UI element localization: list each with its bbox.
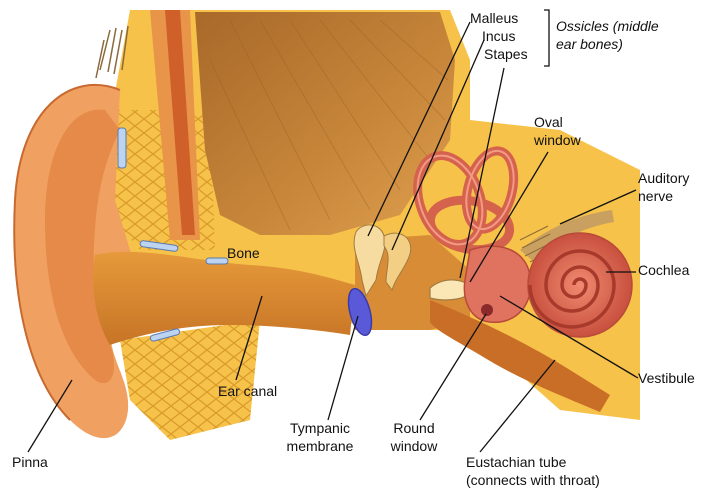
label-pinna: Pinna	[12, 454, 48, 470]
label-tympanic-line2: membrane	[280, 438, 360, 454]
ossicles-bracket	[544, 10, 549, 66]
label-cochlea: Cochlea	[638, 262, 689, 278]
label-oval-window-line2: window	[534, 132, 581, 148]
cancellous-bone-lower	[120, 320, 260, 440]
label-incus: Incus	[482, 28, 515, 44]
label-oval-window-line1: Oval	[534, 114, 563, 130]
label-malleus: Malleus	[470, 10, 518, 26]
vestibule-shape	[464, 246, 530, 322]
label-eustachian-line2: (connects with throat)	[466, 472, 600, 488]
label-ossicles-line2: ear bones)	[556, 36, 623, 52]
label-eustachian-line1: Eustachian tube	[466, 454, 566, 470]
label-round-window-line2: window	[384, 438, 444, 454]
label-ear-canal: Ear canal	[218, 383, 277, 399]
label-ossicles-line1: Ossicles (middle	[556, 18, 659, 34]
label-auditory-nerve-line1: Auditory	[638, 170, 689, 186]
label-vestibule: Vestibule	[638, 370, 695, 386]
label-stapes: Stapes	[484, 46, 528, 62]
label-bone: Bone	[227, 245, 260, 261]
round-window-shape	[481, 304, 493, 316]
label-auditory-nerve-line2: nerve	[638, 188, 673, 204]
label-tympanic-line1: Tympanic	[280, 420, 360, 436]
label-round-window-line1: Round	[384, 420, 444, 436]
